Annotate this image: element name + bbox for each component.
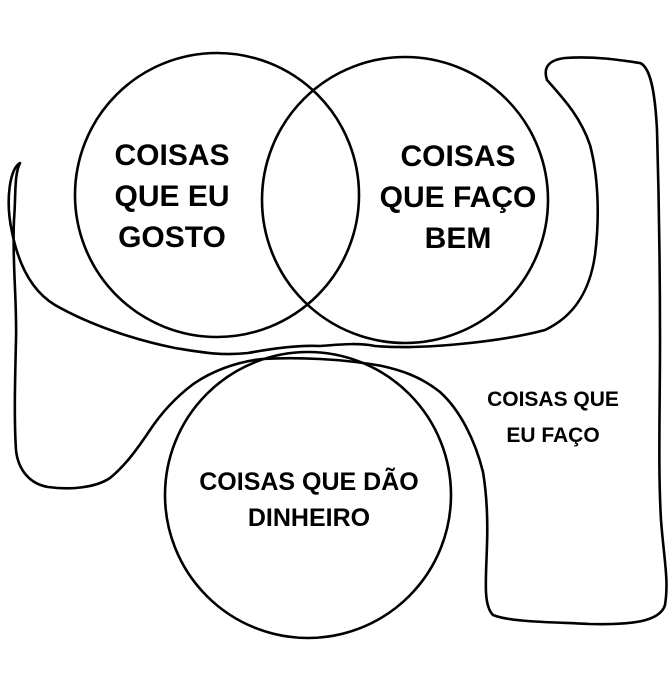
things-i-do-label: COISAS QUE EU FAÇO — [478, 382, 628, 454]
things-i-like-label: COISAS QUE EU GOSTO — [92, 135, 252, 258]
things-i-do-well-label: COISAS QUE FAÇO BEM — [368, 136, 548, 259]
things-i-do-well-circle — [260, 55, 550, 345]
things-i-do-line-1: COISAS QUE — [487, 388, 619, 411]
things-i-do-well-line-1: COISAS — [400, 140, 516, 173]
things-i-like-line-2: QUE EU — [114, 180, 230, 213]
things-i-like-line-1: COISAS — [114, 139, 230, 172]
things-that-make-money-line-1: COISAS QUE DÃO — [199, 468, 419, 496]
things-i-like-circle — [73, 51, 361, 339]
things-that-make-money-circle — [163, 350, 453, 640]
things-i-like-line-3: GOSTO — [118, 221, 226, 254]
things-i-do-line-2: EU FAÇO — [506, 424, 600, 447]
things-i-do-outline — [7, 56, 668, 626]
things-i-do-well-line-2: QUE FAÇO — [379, 181, 537, 214]
things-that-make-money-label: COISAS QUE DÃO DINHEIRO — [180, 464, 438, 536]
things-that-make-money-line-2: DINHEIRO — [247, 504, 371, 532]
things-i-do-well-line-3: BEM — [424, 222, 492, 255]
